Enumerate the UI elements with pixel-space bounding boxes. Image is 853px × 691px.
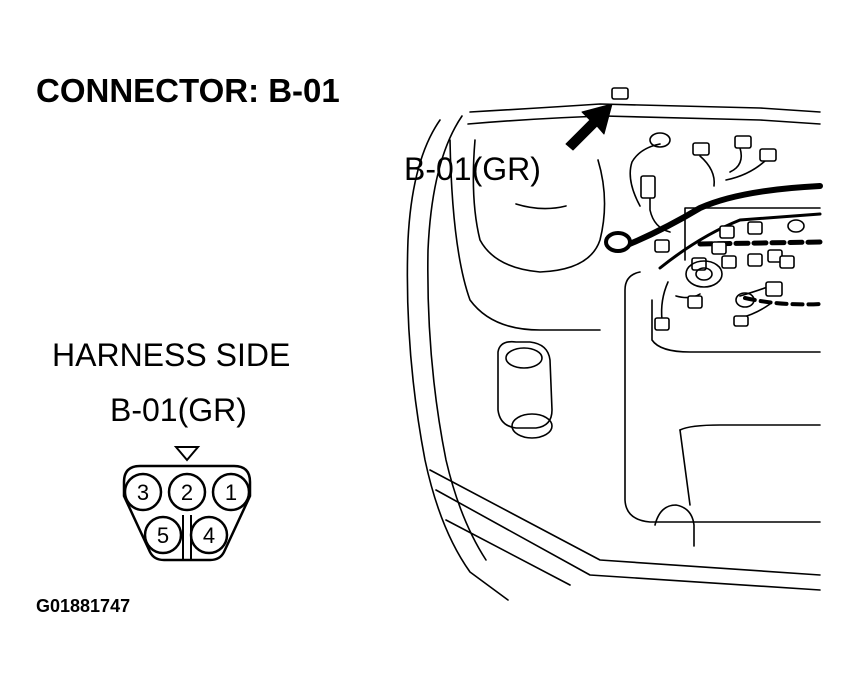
figure-code: G01881747: [36, 596, 130, 616]
wiring-harness: [658, 212, 822, 270]
lower-apron: [445, 519, 571, 586]
callout-arrow-icon: [565, 103, 613, 151]
pin-number: 2: [181, 480, 193, 505]
strut-tower: [472, 139, 606, 273]
strut-tower-arc: [515, 203, 567, 210]
pin-number: 4: [203, 523, 215, 548]
reservoir-cap: [505, 347, 543, 369]
harness-side-label: HARNESS SIDE: [52, 337, 290, 373]
lower-apron: [435, 489, 821, 591]
pin-cavity: [143, 515, 183, 555]
connector-blocks: [611, 87, 795, 331]
wire: [660, 281, 669, 321]
wiring-harness: [743, 296, 822, 307]
pin-one-marker-icon: [173, 446, 201, 462]
fender-outline: [406, 119, 509, 601]
wire: [629, 143, 661, 207]
connector-location-label: B-01(GR): [404, 151, 541, 187]
harness-connector-label: B-01(GR): [110, 392, 247, 428]
connector-face: [122, 446, 252, 562]
grommets: [604, 132, 805, 308]
lower-apron: [429, 469, 821, 576]
pin-number: 5: [157, 523, 169, 548]
inner-panel: [449, 139, 601, 331]
hood-edge: [467, 115, 821, 125]
engine-block: [651, 299, 821, 353]
engine-block: [624, 271, 821, 523]
pin-cavity: [189, 515, 229, 555]
fender-inner-outline: [427, 115, 487, 561]
connector-title: CONNECTOR: B-01: [36, 72, 340, 109]
reservoir-cap: [511, 413, 553, 439]
wire: [725, 159, 767, 181]
wire: [729, 147, 743, 173]
pin-number: 3: [137, 480, 149, 505]
engine-bay-illustration: [406, 87, 823, 601]
hood-edge: [469, 103, 821, 113]
wire: [649, 189, 671, 233]
pin-number: 1: [225, 480, 237, 505]
engine-mount: [654, 504, 695, 547]
connector-housing: [122, 464, 252, 562]
pin-cavity: [167, 472, 207, 512]
wire: [699, 155, 716, 187]
reservoir: [497, 340, 553, 429]
engine-cover: [679, 429, 691, 506]
pin-cavity: [211, 472, 251, 512]
wiring-harness: [617, 183, 823, 251]
engine-cover: [679, 424, 821, 431]
pin-cavity: [123, 472, 163, 512]
